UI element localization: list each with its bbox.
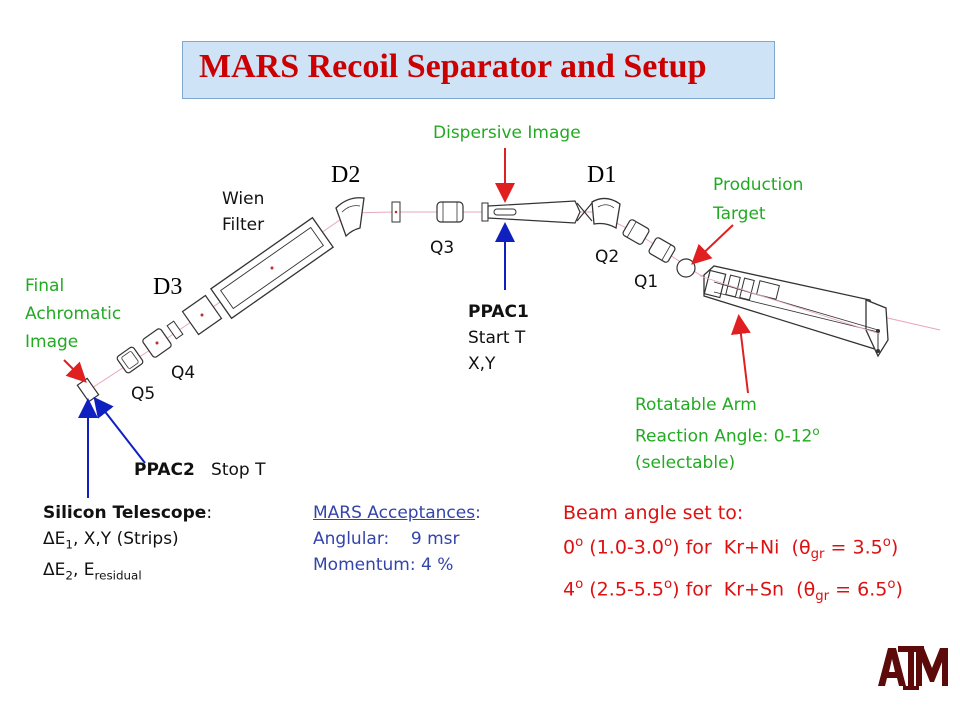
delta-e1: ΔE: [43, 529, 66, 549]
row2-rest: ) for Kr+Sn (θ: [672, 578, 816, 601]
e-residual-sub: residual: [94, 568, 142, 583]
reaction-angle-degree: o: [812, 424, 820, 438]
beam-angle-row1: 0o (1.0-3.0o) for Kr+Ni (θgr = 3.5o): [563, 528, 903, 570]
ppac2-arrow: [93, 396, 146, 464]
rotatable-arm-label: Rotatable Arm Reaction Angle: 0-12o (sel…: [635, 392, 820, 476]
row1-sup2: o: [663, 535, 673, 550]
wien-filter-label-line1: Wien: [222, 189, 265, 209]
tamu-logo-icon: [878, 646, 948, 690]
acceptances-momentum: Momentum: 4 %: [313, 555, 454, 575]
page-title: MARS Recoil Separator and Setup: [199, 48, 707, 85]
acceptances-block: MARS Acceptances: Anglular: 9 msr Moment…: [313, 500, 481, 578]
row1-angle: 0: [563, 536, 576, 559]
silicon-telescope-detector: [76, 377, 100, 403]
ppac1-label-line2: Start T: [468, 328, 526, 348]
silicon-telescope-heading-text: Silicon Telescope: [43, 503, 207, 523]
final-image-arrow: [63, 359, 87, 383]
row2-sup2: o: [663, 577, 673, 593]
acceptances-angular: Anglular: 9 msr: [313, 529, 460, 549]
q4-quadrupole: [142, 328, 172, 358]
q3-quadrupole: [436, 201, 464, 223]
q2-quadrupole: [622, 219, 650, 245]
d1-label: D1: [587, 162, 617, 188]
rotatable-arm-label-line3: (selectable): [635, 452, 736, 473]
wien-filter-box: [209, 216, 335, 320]
beam-angle-row2: 4o (2.5-5.5o) for Kr+Sn (θgr = 6.5o): [563, 570, 903, 612]
row2-close: ): [895, 578, 903, 601]
row1-sub: gr: [810, 547, 825, 563]
row2-sub: gr: [815, 589, 830, 605]
beam-angle-block: Beam angle set to: 0o (1.0-3.0o) for Kr+…: [563, 498, 903, 612]
production-target-label-line1: Production: [713, 175, 804, 195]
acceptances-heading-colon: :: [475, 503, 481, 523]
ppac1-label: PPAC1 Start T X,Y: [468, 299, 529, 377]
beam-angle-heading: Beam angle set to:: [563, 502, 744, 524]
d2-label: D2: [331, 162, 361, 188]
d1-dipole: [591, 197, 621, 230]
q2-label: Q2: [595, 247, 620, 267]
row1-sup3: o: [882, 535, 891, 550]
rotatable-arm: [699, 265, 889, 358]
row2-sup3: o: [887, 577, 896, 593]
production-target-arrow: [691, 224, 734, 265]
production-target-label: Production Target: [713, 171, 803, 229]
q3-label: Q3: [430, 238, 455, 258]
delta-e1-sub: 1: [65, 537, 73, 552]
final-image-label-line3: Image: [25, 332, 79, 352]
final-image-label-line2: Achromatic: [25, 304, 122, 324]
d2-dipole: [335, 197, 365, 238]
d3-label: D3: [153, 274, 183, 300]
row1-rest: ) for Kr+Ni (θ: [672, 536, 811, 559]
reaction-angle-text: Reaction Angle: 0-12: [635, 426, 813, 447]
dispersive-image-chamber: [481, 200, 593, 224]
final-image-label-line1: Final: [25, 276, 65, 296]
row1-sup1: o: [575, 535, 584, 550]
rotatable-arm-label-line2: Reaction Angle: 0-12o: [635, 418, 820, 450]
production-target: [676, 258, 696, 278]
title-box: MARS Recoil Separator and Setup: [182, 41, 775, 99]
silicon-telescope-block: Silicon Telescope: ΔE1, X,Y (Strips) ΔE2…: [43, 500, 212, 589]
d3-dipole: [181, 294, 223, 336]
rotatable-arm-label-line1: Rotatable Arm: [635, 395, 757, 415]
delta-e2-mid: , E: [72, 560, 95, 581]
silicon-telescope-line2: ΔE1, X,Y (Strips): [43, 526, 212, 557]
ppac2-label-rest: Stop T: [211, 460, 266, 480]
q4-steering-element: [166, 320, 184, 340]
row2-range: (2.5-5.5: [583, 578, 664, 601]
delta-e1-rest: , X,Y (Strips): [72, 529, 179, 549]
silicon-telescope-heading-colon: :: [206, 503, 213, 523]
delta-e2-sub: 2: [65, 568, 73, 583]
q1-label: Q1: [634, 272, 659, 292]
delta-e2: ΔE: [43, 560, 66, 581]
final-achromatic-image-label: Final Achromatic Image: [25, 272, 121, 356]
q4-label: Q4: [171, 363, 196, 383]
row2-angle: 4: [563, 578, 576, 601]
dispersive-image-label: Dispersive Image: [433, 123, 581, 143]
q1-quadrupole: [648, 237, 676, 263]
d2-q3-slit: [391, 201, 401, 223]
rotatable-arm-arrow: [730, 314, 751, 394]
ppac1-label-line1: PPAC1: [468, 302, 529, 322]
acceptances-heading-text: MARS Acceptances: [313, 503, 476, 523]
production-target-label-line2: Target: [713, 204, 766, 224]
q5-label: Q5: [131, 384, 156, 404]
row2-sup1: o: [575, 577, 584, 593]
ppac2-label-bold: PPAC2: [134, 460, 195, 480]
silicon-telescope-heading: Silicon Telescope:: [43, 500, 212, 526]
wien-filter-label: Wien Filter: [222, 186, 264, 238]
ppac2-label: PPAC2 Stop T: [134, 460, 265, 480]
wien-filter-label-line2: Filter: [222, 215, 265, 235]
q5-quadrupole: [116, 346, 144, 374]
row2-eq: = 6.5: [829, 578, 888, 601]
row1-close: ): [890, 536, 899, 559]
silicon-telescope-line3: ΔE2, Eresidual: [43, 557, 212, 588]
acceptances-heading: MARS Acceptances:: [313, 500, 481, 526]
row1-range: (1.0-3.0: [583, 536, 664, 559]
row1-eq: = 3.5: [824, 536, 883, 559]
ppac1-label-line3: X,Y: [468, 354, 496, 374]
